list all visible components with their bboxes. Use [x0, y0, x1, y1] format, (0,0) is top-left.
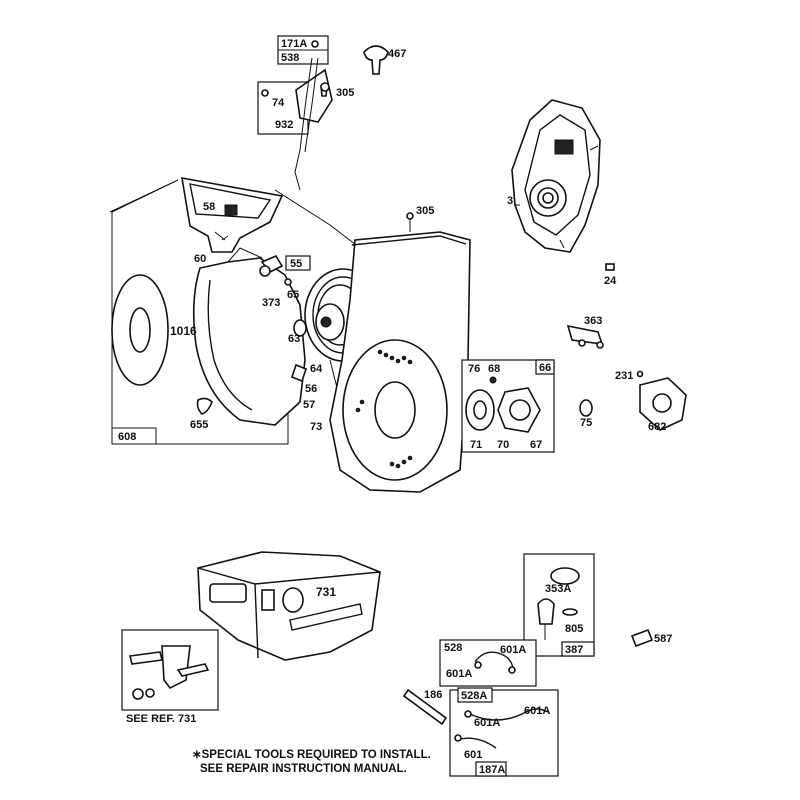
label-467: 467	[388, 48, 406, 60]
label-75: 75	[580, 417, 592, 429]
knob	[363, 45, 389, 75]
starter-handle: 58	[181, 177, 284, 253]
label-655: 655	[190, 419, 208, 431]
label-55: 55	[290, 258, 302, 270]
label-66: 66	[539, 362, 551, 374]
label-601a-3: 601A	[474, 717, 500, 729]
label-805: 805	[565, 623, 583, 635]
label-932: 932	[275, 119, 293, 131]
terminal-block: 363	[566, 315, 604, 349]
label-731: 731	[316, 585, 336, 599]
special-tools-note-line1: ∗SPECIAL TOOLS REQUIRED TO INSTALL.	[192, 749, 431, 761]
group-66-box: 66 76 68 71 70 67	[461, 359, 555, 453]
label-187a: 187A	[479, 764, 505, 776]
label-3: 3	[507, 195, 513, 207]
label-57: 57	[303, 399, 315, 411]
label-305-housing: 305	[416, 205, 434, 217]
tool	[402, 688, 448, 726]
label-24: 24	[604, 275, 617, 287]
vent-holes	[355, 349, 413, 469]
label-67: 67	[530, 439, 542, 451]
clamp	[630, 628, 654, 648]
label-64: 64	[310, 363, 323, 375]
label-353a: 353A	[545, 583, 571, 595]
fuel-tank: 731	[197, 551, 381, 661]
label-608: 608	[118, 431, 136, 443]
label-186: 186	[424, 689, 442, 701]
label-305-top: 305	[336, 87, 354, 99]
see-ref-731-group: SEE REF. 731	[121, 629, 219, 725]
washer-1016: 1016	[111, 274, 197, 386]
label-71: 71	[470, 439, 482, 451]
label-682: 682	[648, 421, 666, 433]
mounting-flange: 682	[639, 377, 687, 433]
starter-housing: 55 373 65	[192, 247, 311, 426]
label-74: 74	[272, 97, 285, 109]
group-387-box: 387 353A 805	[523, 553, 595, 657]
group-528a-187a-box: 528A 601A 601A 601 187A	[449, 687, 559, 777]
special-tools-note-line2: SEE REPAIR INSTRUCTION MANUAL.	[200, 763, 407, 775]
label-373: 373	[262, 297, 280, 309]
label-60: 60	[194, 253, 206, 265]
label-56: 56	[305, 383, 317, 395]
label-587: 587	[654, 633, 672, 645]
label-1016: 1016	[170, 324, 197, 338]
crankcase-cover: 3	[507, 99, 601, 253]
label-76: 76	[468, 363, 480, 375]
label-528: 528	[444, 642, 462, 654]
label-see-ref-731: SEE REF. 731	[126, 713, 196, 725]
label-601a-4: 601A	[524, 705, 550, 717]
label-70: 70	[497, 439, 509, 451]
throttle-cable	[294, 57, 313, 191]
group-528-box: 528 601A 601A	[439, 639, 537, 687]
label-58: 58	[203, 201, 215, 213]
label-387: 387	[565, 644, 583, 656]
label-601a-1: 601A	[500, 644, 526, 656]
label-363: 363	[584, 315, 602, 327]
label-171a: 171A	[281, 38, 307, 50]
label-601a-2: 601A	[446, 668, 472, 680]
control-lever-assembly: 171A 538 74 932 305 467	[257, 35, 406, 191]
blower-housing: 305	[329, 205, 471, 493]
pin	[605, 263, 615, 271]
label-65: 65	[287, 289, 299, 301]
seal	[579, 399, 593, 417]
spring-clip	[196, 397, 213, 415]
label-68: 68	[488, 363, 500, 375]
label-63: 63	[288, 333, 300, 345]
label-538: 538	[281, 52, 299, 64]
label-601: 601	[464, 749, 482, 761]
label-528a: 528A	[461, 690, 487, 702]
label-73: 73	[310, 421, 322, 433]
label-231: 231	[615, 370, 633, 382]
